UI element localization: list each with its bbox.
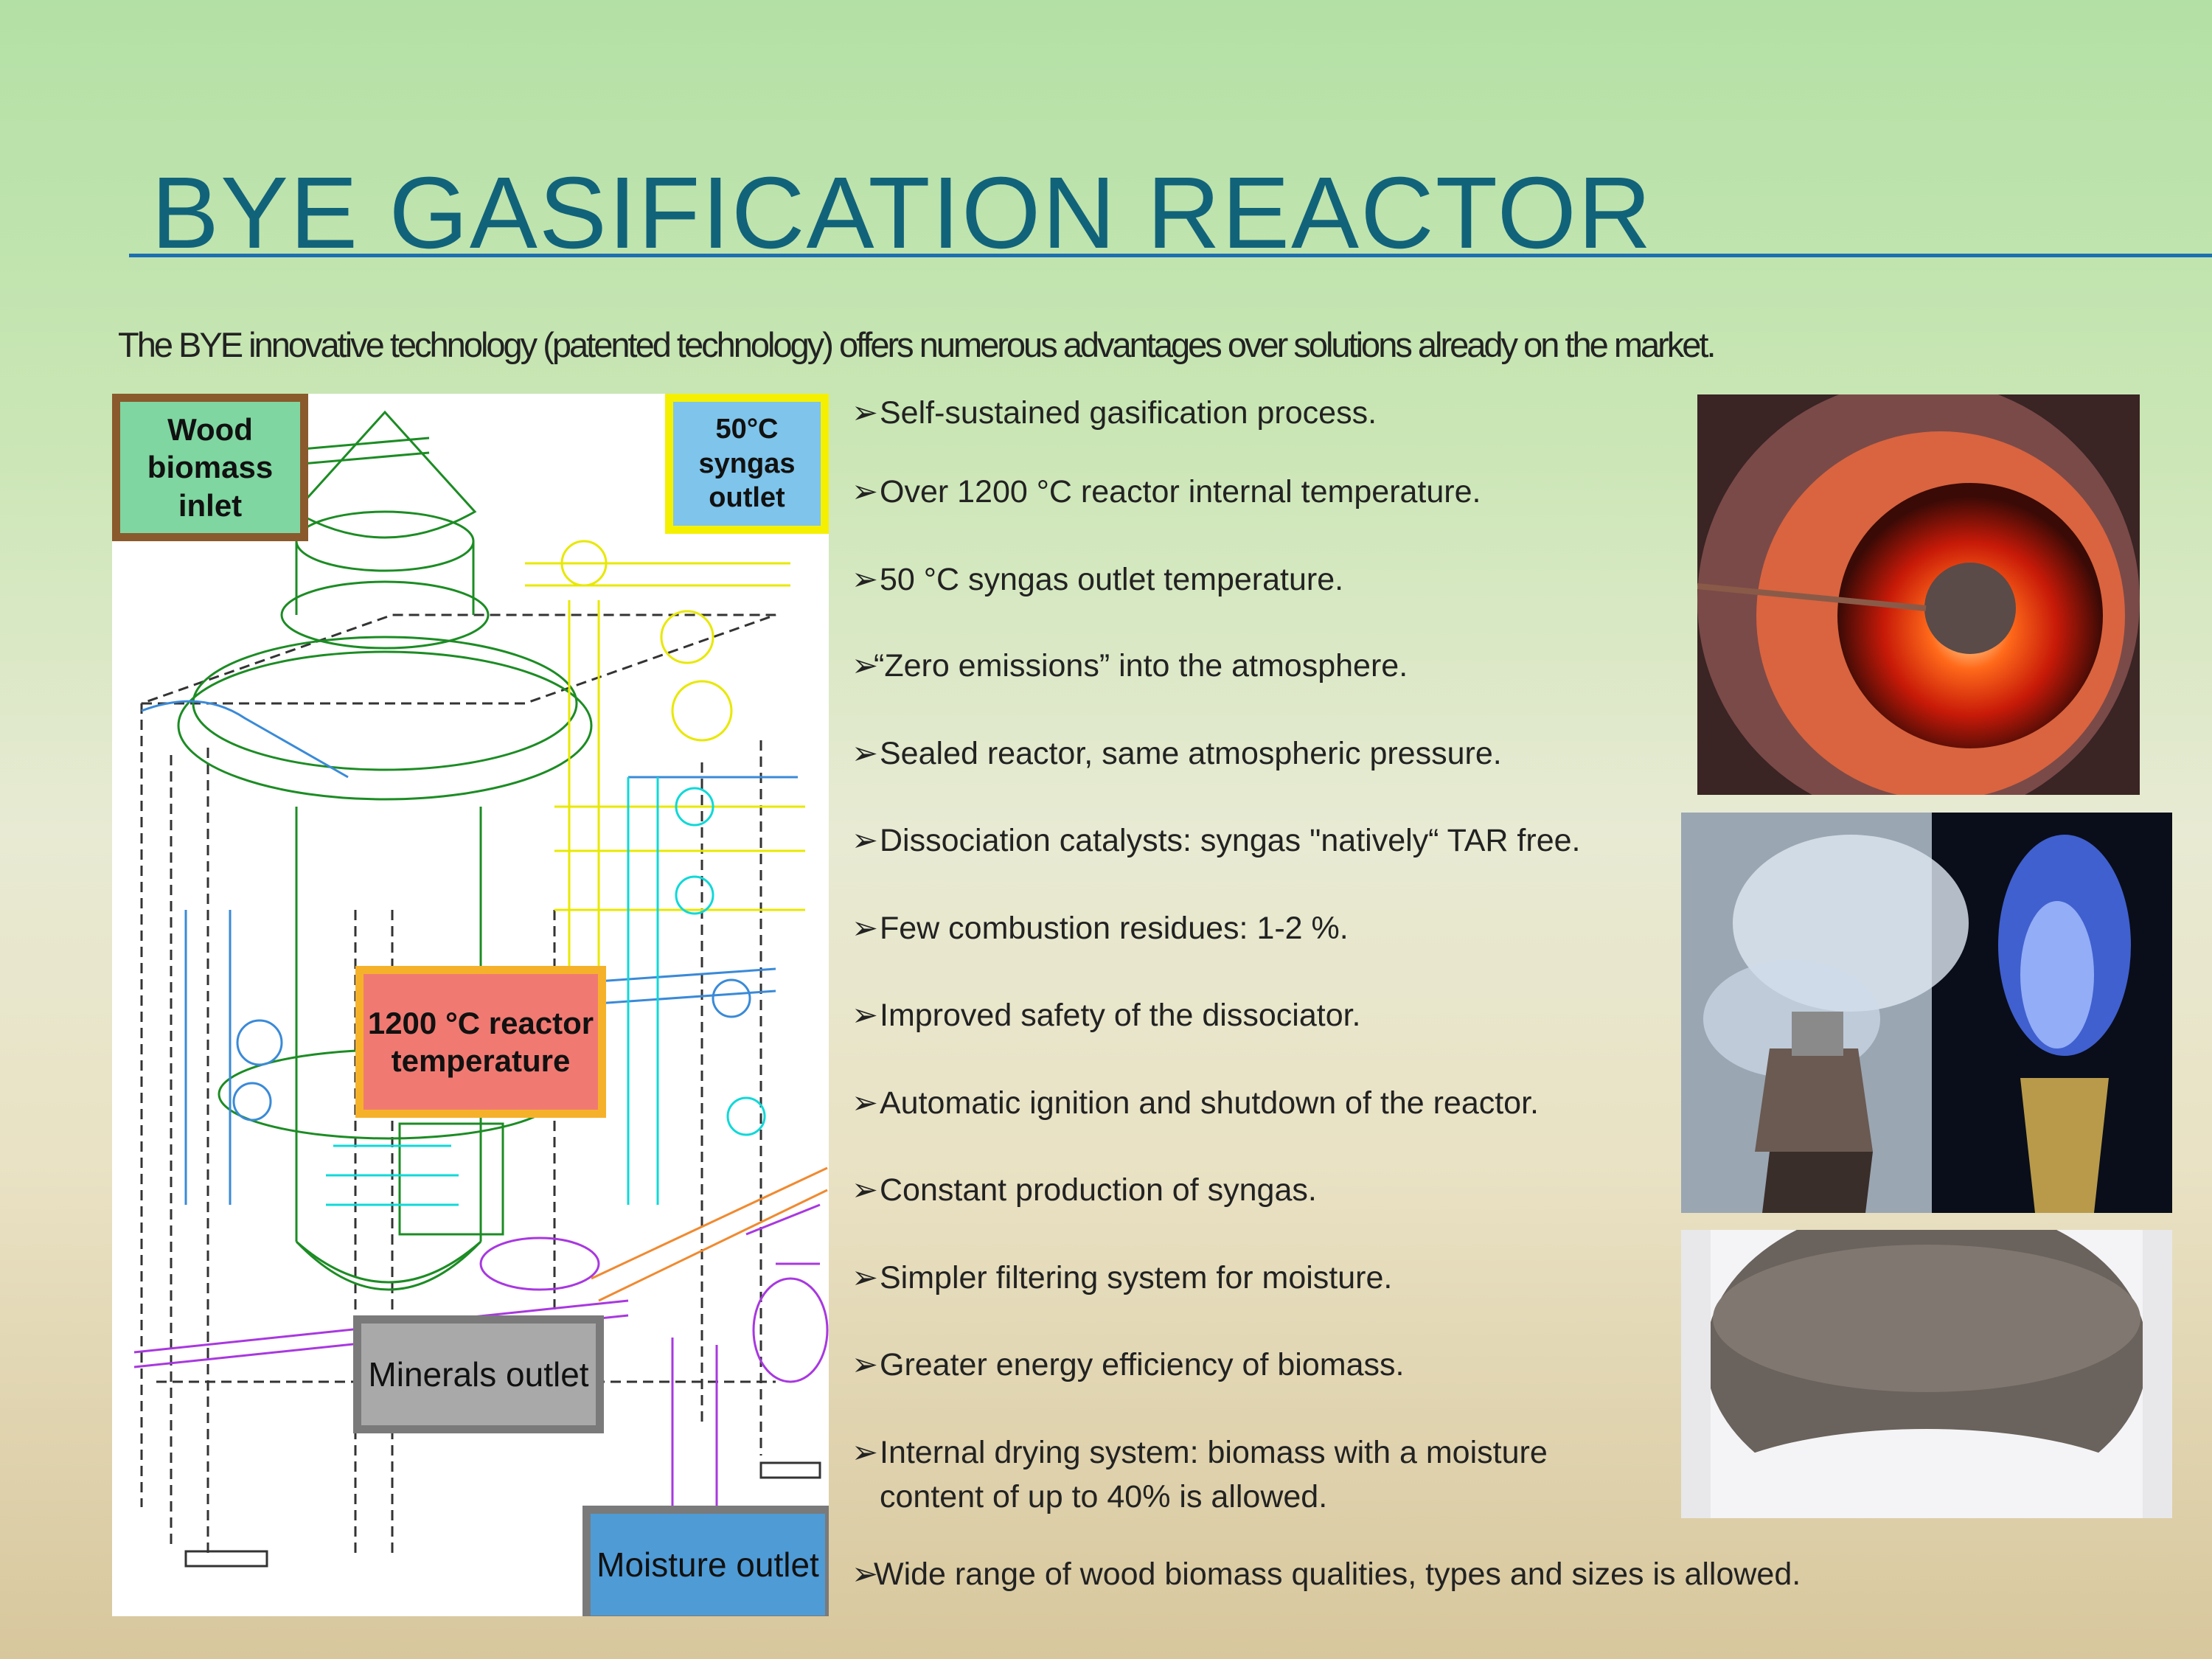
reactor-diagram: Wood biomass inlet 50°C syngas outlet 12…	[112, 394, 829, 1616]
list-item: ➢“Zero emissions” into the atmosphere.	[852, 648, 1408, 684]
list-item: ➢Dissociation catalysts: syngas "nativel…	[852, 823, 1581, 858]
syngas-outlet-label: 50°C syngas outlet	[665, 394, 829, 534]
reactor-line-drawing	[133, 410, 829, 1568]
list-item: ➢Few combustion residues: 1-2 %.	[852, 911, 1349, 946]
wood-biomass-inlet-label: Wood biomass inlet	[112, 394, 308, 541]
list-item: ➢Improved safety of the dissociator.	[852, 998, 1361, 1033]
list-item: ➢Over 1200 °C reactor internal temperatu…	[852, 474, 1481, 509]
slide-title: BYE GASIFICATION REACTOR	[151, 156, 1653, 270]
moisture-outlet-label: Moisture outlet	[582, 1506, 829, 1616]
list-item: ➢Self-sustained gasification process.	[852, 395, 1377, 431]
list-item: ➢Constant production of syngas.	[852, 1172, 1317, 1208]
reactor-temperature-label: 1200 °C reactor temperature	[355, 966, 606, 1118]
reactor-fire-photo	[1697, 394, 2140, 795]
list-item: ➢50 °C syngas outlet temperature.	[852, 562, 1344, 597]
list-item: ➢Wide range of wood biomass qualities, t…	[852, 1557, 1801, 1592]
minerals-outlet-label: Minerals outlet	[353, 1315, 604, 1433]
list-item-continuation: content of up to 40% is allowed.	[880, 1479, 1328, 1514]
list-item: ➢Internal drying system: biomass with a …	[852, 1435, 1548, 1470]
gas-burner-photo	[1681, 813, 2172, 1213]
residue-ash-photo	[1681, 1230, 2172, 1518]
list-item: ➢Automatic ignition and shutdown of the …	[852, 1085, 1539, 1121]
list-item: ➢Sealed reactor, same atmospheric pressu…	[852, 736, 1502, 771]
title-underline	[129, 254, 2212, 257]
slide-subtitle: The BYE innovative technology (patented …	[118, 325, 1717, 364]
list-item: ➢Simpler filtering system for moisture.	[852, 1260, 1393, 1295]
list-item: ➢Greater energy efficiency of biomass.	[852, 1347, 1405, 1382]
